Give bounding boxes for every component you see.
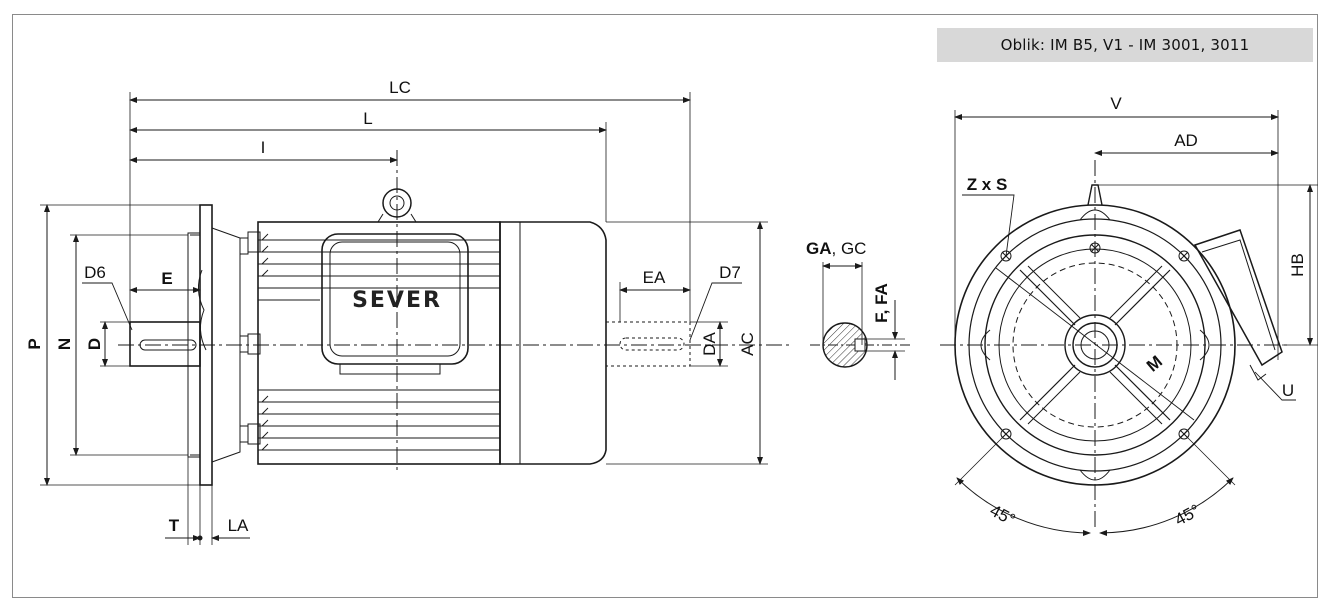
label-V: V: [1110, 94, 1122, 113]
label-ZxS: Z x S: [967, 175, 1008, 194]
motor-body: [257, 221, 501, 465]
label-LC: LC: [389, 78, 411, 97]
lifting-eye: [382, 188, 412, 218]
front-view: [940, 110, 1318, 536]
label-GA-GC: GA, GC: [806, 239, 866, 258]
brand-logo: SEVER: [352, 288, 442, 313]
label-AC: AC: [738, 332, 757, 356]
label-D6: D6: [84, 263, 106, 282]
shaft-key: [139, 339, 197, 351]
label-P: P: [25, 338, 44, 349]
shaft-section: [810, 262, 910, 380]
terminal-box-side: [1193, 229, 1283, 367]
label-E: E: [161, 269, 172, 288]
title-box: Oblik: IM B5, V1 - IM 3001, 3011: [937, 28, 1313, 62]
label-DA: DA: [700, 332, 719, 356]
label-L: L: [363, 109, 372, 128]
label-F-FA: F, FA: [872, 283, 891, 323]
shaft: [129, 321, 201, 367]
label-M: M: [1143, 352, 1166, 376]
drawing-title: Oblik: IM B5, V1 - IM 3001, 3011: [1000, 36, 1250, 54]
label-HB: HB: [1288, 253, 1307, 277]
label-D: D: [85, 338, 104, 350]
label-I: I: [261, 138, 266, 157]
dimension-lines: [40, 92, 768, 545]
front-dimensions: [954, 110, 1318, 536]
label-D7: D7: [719, 263, 741, 282]
label-LA: LA: [228, 516, 249, 535]
cooling-fins: [258, 233, 500, 451]
fan-cover: [499, 221, 607, 465]
label-AD: AD: [1174, 131, 1198, 150]
drawing-frame: [12, 14, 1318, 598]
second-shaft: [605, 321, 691, 367]
label-U: U: [1282, 381, 1294, 400]
label-N: N: [55, 338, 74, 350]
hub: [1064, 314, 1126, 376]
label-T: T: [169, 516, 180, 535]
label-EA: EA: [643, 268, 666, 287]
side-view: [40, 92, 790, 545]
